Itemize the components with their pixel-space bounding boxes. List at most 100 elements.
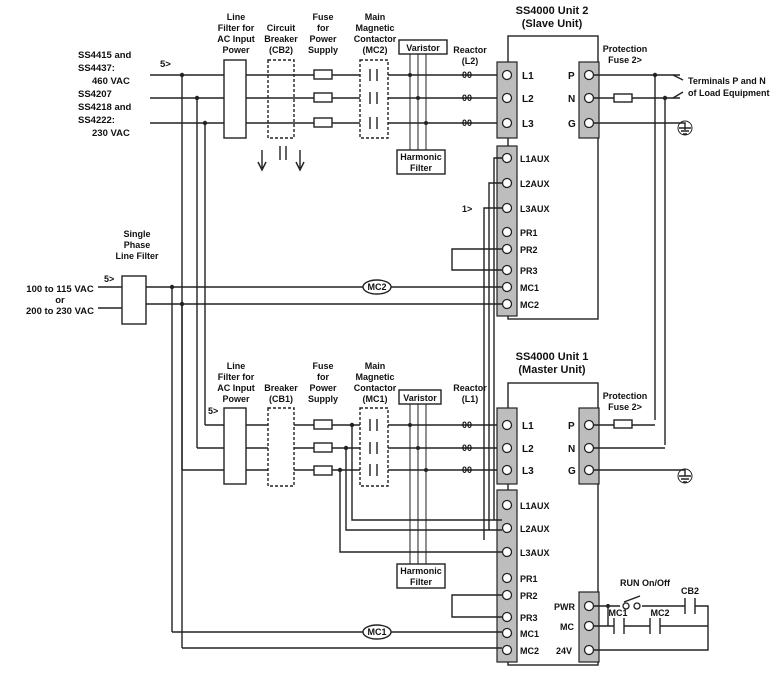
u2-pr-jumper	[451, 248, 502, 271]
cb2-label-2: Breaker	[264, 34, 298, 44]
unit1-title-line1: SS4000 Unit 1	[516, 351, 589, 363]
prot-fuse1-l2: Fuse 2>	[608, 402, 642, 412]
cb2-gap	[268, 74, 294, 124]
fuse-2a	[313, 69, 333, 80]
mc1-coil	[362, 624, 392, 640]
note-5-bottom: 5>	[208, 406, 218, 416]
mc2-label-2: Magnetic	[355, 23, 394, 33]
harmonic-filter-1	[396, 563, 446, 589]
note-5-mid: 5>	[104, 274, 114, 284]
reactor-l2-b: 00	[462, 93, 472, 103]
u1-term-g: G	[568, 466, 576, 477]
reactor-l1-c: 00	[462, 465, 472, 475]
u1-pr-jumper	[451, 594, 502, 618]
circuit-breaker-cb2	[267, 59, 295, 139]
voltage-label-1: SS4415 and	[78, 50, 132, 61]
single-phase-l3: Line Filter	[115, 251, 159, 261]
u2-term-l3aux: L3AUX	[520, 204, 550, 214]
u1-term-mc2: MC2	[520, 646, 539, 656]
terminals-pn-l2: of Load Equipment	[688, 88, 770, 98]
reactor-l1-l2: (L1)	[462, 394, 479, 404]
prot-fuse2-l2: Fuse 2>	[608, 55, 642, 65]
u2-term-pr1: PR1	[520, 228, 538, 238]
u2-term-p: P	[568, 71, 575, 82]
phase-tie-wires	[181, 75, 206, 470]
line-filter-1-l4: Power	[222, 394, 250, 404]
u1-aux-wiring	[339, 425, 502, 553]
cb2-arrows	[257, 146, 305, 172]
u2-output-wires	[594, 74, 686, 130]
note-5-top: 5>	[160, 59, 171, 70]
prot-fuse2-l1: Protection	[603, 44, 648, 54]
ground-2	[677, 120, 693, 136]
u2-term-l2aux: L2AUX	[520, 179, 550, 189]
varistor-1	[398, 389, 442, 405]
prot-fuse1-l1: Protection	[603, 391, 648, 401]
contactor-mc2	[359, 59, 389, 139]
line-filter-1-l2: Filter for	[218, 372, 255, 382]
reactor-l2-a: 00	[462, 70, 472, 80]
u2-term-pr3: PR3	[520, 266, 538, 276]
ground-1-symbol	[679, 475, 691, 483]
ac-low-l3: 200 to 230 VAC	[26, 306, 94, 317]
unit2-title-line2: (Slave Unit)	[522, 18, 583, 30]
u1-term-pr3: PR3	[520, 613, 538, 623]
u2-term-n: N	[568, 94, 575, 105]
voltage-label-5: SS4218 and	[78, 102, 132, 113]
u1-term-l3: L3	[522, 466, 534, 477]
voltage-label-2: SS4437:	[78, 63, 115, 74]
voltage-label-3: 460 VAC	[92, 76, 130, 87]
varistor-2	[398, 39, 448, 55]
fuse1-label-4: Supply	[308, 394, 338, 404]
junction-dots	[169, 72, 668, 608]
u2-term-mc1: MC1	[520, 283, 539, 293]
harmonic-wires-2	[409, 54, 427, 150]
mc2-coil-label: MC2	[367, 282, 386, 292]
line-filter-2-l3: AC Input	[217, 34, 255, 44]
mc2-coil	[362, 279, 392, 295]
mc2-label-4: (MC2)	[363, 45, 388, 55]
u2-term-g: G	[568, 119, 576, 130]
mc2-contact-label: MC2	[650, 608, 669, 618]
run-onoff-label: RUN On/Off	[620, 578, 671, 588]
u2-term-mc2: MC2	[520, 300, 539, 310]
voltage-label-7: 230 VAC	[92, 128, 130, 139]
reactor-l2-c: 00	[462, 118, 472, 128]
reactor-l2-l1: Reactor	[453, 45, 487, 55]
breaker-cb1	[267, 407, 295, 487]
fuse2-label-1: Fuse	[312, 12, 333, 22]
line-filter-2-l2: Filter for	[218, 23, 255, 33]
line-filter-1-l1: Line	[227, 361, 246, 371]
reactor-l1-b: 00	[462, 443, 472, 453]
cb1-label-2: (CB1)	[269, 394, 293, 404]
u1-term-24v: 24V	[556, 646, 572, 656]
u1-term-pr1: PR1	[520, 574, 538, 584]
u1-term-mc: MC	[560, 622, 574, 632]
fuse1-label-2: for	[317, 372, 329, 382]
u2-term-l2: L2	[522, 94, 534, 105]
line-filter-2	[223, 59, 247, 139]
voltage-label-6: SS4222:	[78, 115, 115, 126]
terminals-pn-l1: Terminals P and N	[688, 76, 766, 86]
u2-term-pr2: PR2	[520, 245, 538, 255]
prot-fuse-1	[613, 419, 633, 429]
pn-link-wires	[654, 75, 666, 445]
u1-term-l1: L1	[522, 421, 534, 432]
cb2-label-3: (CB2)	[269, 45, 293, 55]
reactor-l1-a: 00	[462, 420, 472, 430]
u2-term-l1aux: L1AUX	[520, 154, 550, 164]
u2-term-l3: L3	[522, 119, 534, 130]
fuse2-label-2: for	[317, 23, 329, 33]
fuse1-label-1: Fuse	[312, 361, 333, 371]
harmonic-2-l1: Harmonic	[400, 152, 442, 162]
unit2-title-line1: SS4000 Unit 2	[516, 5, 589, 17]
fuse-1b	[313, 442, 333, 453]
mc2-label-3: Contactor	[354, 34, 397, 44]
mc-control-wires-u1	[172, 631, 502, 649]
mc2-contacts	[369, 69, 378, 129]
u2-aux-wiring	[483, 157, 502, 540]
varistor-2-label: Varistor	[406, 43, 440, 53]
reactor-l2-l2: (L2)	[462, 56, 479, 66]
u1-term-l3aux: L3AUX	[520, 548, 550, 558]
